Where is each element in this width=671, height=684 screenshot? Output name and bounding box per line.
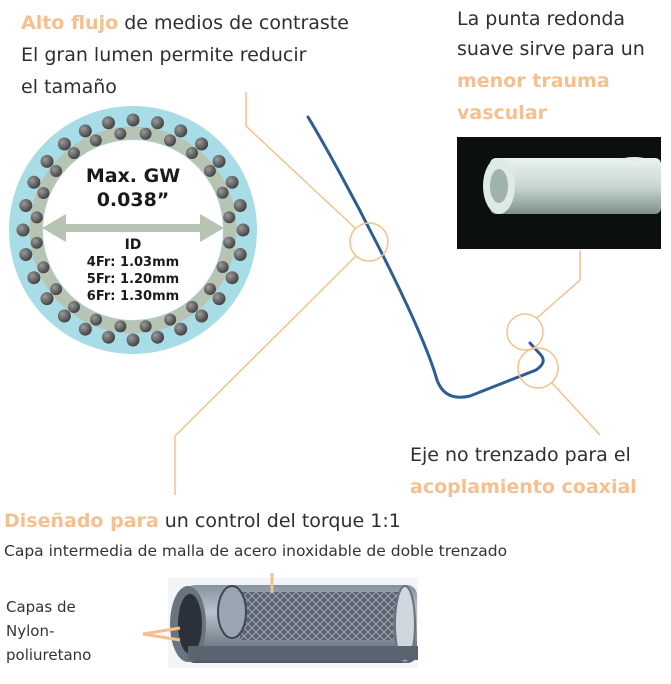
braid-wire-bead: [203, 164, 216, 177]
torque-heading: Diseñado para un control del torque 1:1: [4, 506, 401, 536]
braid-wire-bead: [30, 211, 43, 224]
braid-wire-bead: [102, 116, 115, 130]
gw-title: Max. GW: [86, 165, 180, 187]
braid-wire-bead: [37, 187, 50, 199]
layers-pointer: [142, 626, 181, 642]
id-size-4fr: 4Fr: 1.03mm: [87, 255, 179, 270]
id-size-6fr: 6Fr: 1.30mm: [87, 289, 179, 304]
braid-wire-bead: [40, 154, 54, 168]
braid-wire-bead: [186, 300, 199, 313]
tube-cutaway-illustration: [168, 578, 418, 668]
braid-wire-bead: [164, 134, 176, 147]
braid-wire-bead: [78, 322, 92, 336]
braid-wire-bead: [30, 236, 43, 249]
lumen-cross-section: [9, 106, 257, 354]
layers-label-line1: Capas de: [6, 598, 76, 616]
id-size-5fr: 5Fr: 1.20mm: [87, 272, 179, 287]
braid-wire-bead: [174, 124, 188, 138]
braid-wire-bead: [164, 313, 177, 326]
lumen-description-line1: El gran lumen permite reducir: [21, 44, 307, 66]
leader-line-bottom: [174, 255, 357, 495]
tip-text-line1: La punta redonda: [457, 8, 626, 30]
braid-wire-bead: [89, 134, 102, 147]
gw-value: 0.038”: [97, 189, 170, 211]
high-flow-heading: Alto flujo de medios de contraste: [21, 8, 349, 38]
leader-line-tip: [536, 250, 581, 319]
braid-wire-bead: [114, 127, 127, 140]
braid-wire-bead: [37, 261, 50, 274]
braid-wire-bead: [204, 283, 216, 295]
braid-wire-bead: [126, 333, 140, 347]
high-flow-rest: de medios de contraste: [118, 12, 349, 34]
braid-wire-bead: [225, 175, 239, 189]
braid-wire-bead: [126, 113, 140, 127]
braid-wire-bead: [78, 124, 92, 138]
callout-circle-shaft: [349, 222, 389, 262]
torque-highlight: Diseñado para: [4, 510, 159, 532]
braid-wire-bead: [40, 292, 54, 306]
braid-wire-bead: [50, 165, 62, 177]
braid-wire-bead: [216, 261, 229, 273]
braid-wire-bead: [139, 320, 152, 333]
braid-wire-bead: [57, 309, 71, 323]
shaft-text-line1: Eje no trenzado para el: [410, 444, 631, 466]
tip-highlight-line2: vascular: [457, 102, 548, 124]
braid-wire-bead: [195, 309, 209, 323]
braid-wire-bead: [67, 147, 80, 160]
lumen-description-line2: el tamaño: [21, 76, 117, 98]
layers-label-line3: poliuretano: [6, 646, 92, 664]
leader-line-distal: [551, 382, 601, 436]
leader-line-top: [245, 92, 356, 229]
braid-wire-bead: [151, 330, 164, 344]
catheter-shaft: [306, 115, 545, 399]
callout-circle-tip: [506, 313, 544, 351]
braid-wire-bead: [216, 186, 229, 199]
braid-wire-bead: [223, 236, 236, 249]
braid-wire-bead: [195, 137, 209, 151]
braid-wire-bead: [50, 283, 63, 296]
braid-wire-bead: [139, 127, 152, 140]
tip-text-line2: suave sirve para un: [457, 38, 645, 60]
inner-diameter-arrow: [42, 214, 224, 242]
braid-wire-bead: [212, 154, 226, 168]
braid-wire-bead: [57, 137, 71, 151]
braid-wire-bead: [19, 199, 33, 212]
braid-wire-bead: [27, 175, 41, 189]
braid-wire-bead: [151, 116, 164, 130]
high-flow-highlight: Alto flujo: [21, 12, 119, 34]
mesh-subtitle: Capa intermedia de malla de acero inoxid…: [4, 542, 508, 560]
id-label: ID: [125, 237, 142, 253]
shaft-highlight: acoplamiento coaxial: [410, 476, 637, 498]
callout-circle-distal: [517, 347, 559, 389]
braid-wire-bead: [225, 271, 239, 285]
braid-wire-bead: [102, 330, 115, 344]
braid-wire-bead: [27, 271, 41, 285]
braid-wire-bead: [174, 322, 188, 336]
braid-wire-bead: [186, 147, 198, 159]
braid-wire-bead: [233, 199, 247, 212]
braid-wire-bead: [114, 320, 127, 333]
braid-wire-bead: [233, 248, 247, 261]
torque-rest: un control del torque 1:1: [158, 510, 401, 532]
braid-wire-bead: [90, 313, 102, 326]
layers-label-line2: Nylon-: [6, 622, 55, 640]
rounded-tip-photo: [457, 137, 661, 249]
braid-wire-bead: [236, 223, 250, 237]
braid-wire-bead: [212, 292, 226, 306]
braid-wire-bead: [68, 301, 80, 313]
braid-wire-bead: [16, 223, 30, 237]
braid-wire-bead: [223, 211, 236, 224]
braid-wire-bead: [19, 248, 33, 261]
tip-highlight-line1: menor trauma: [457, 70, 610, 92]
